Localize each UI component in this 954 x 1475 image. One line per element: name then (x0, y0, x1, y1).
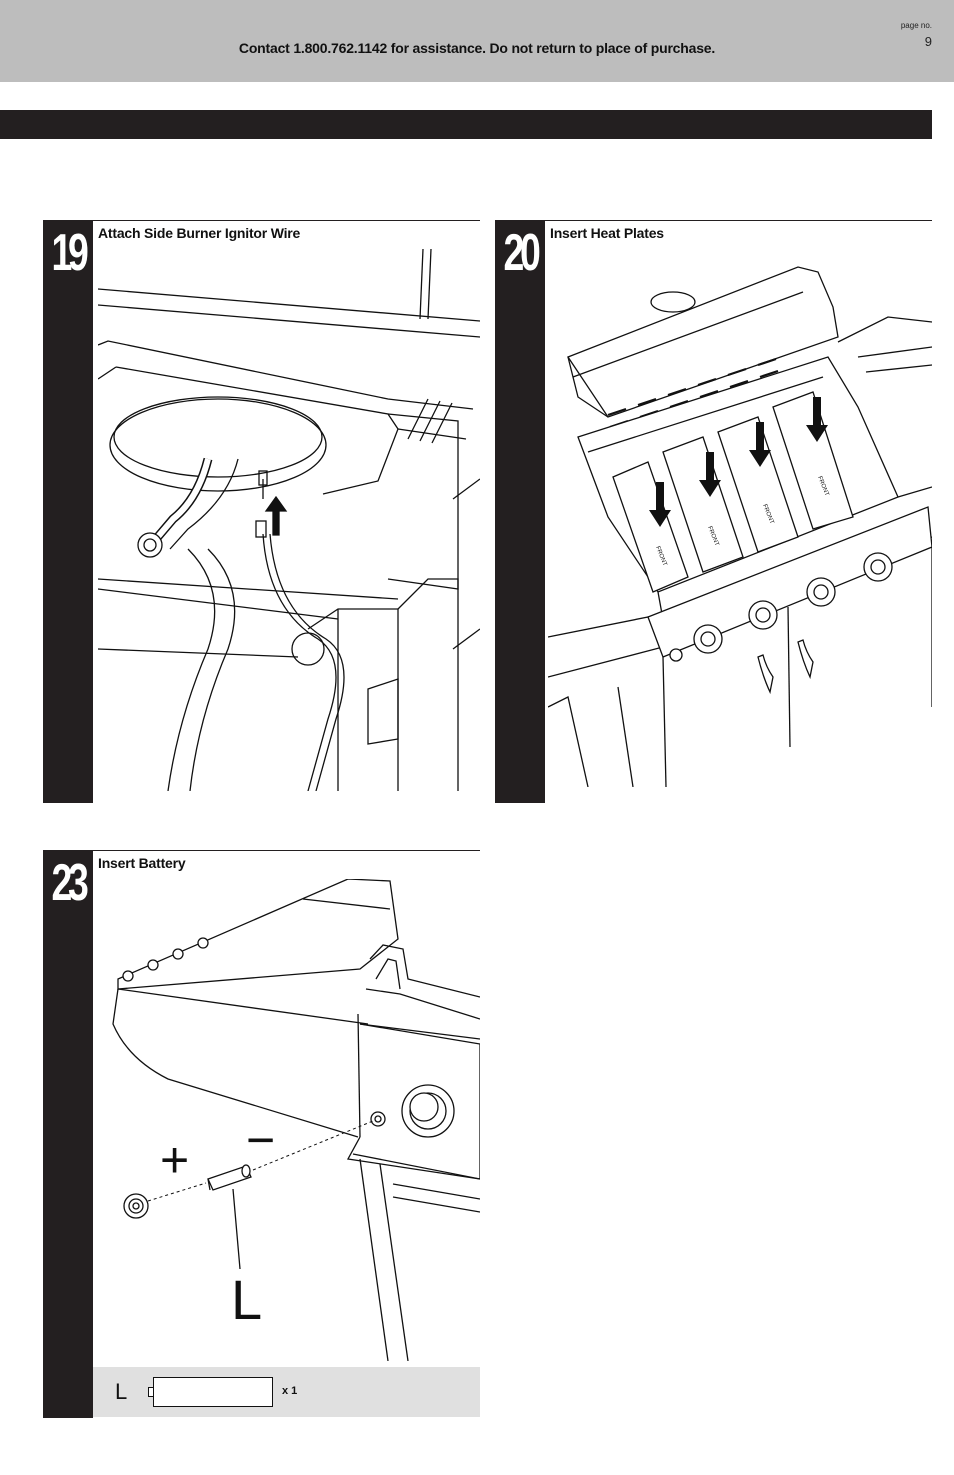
battery-part (153, 1377, 273, 1407)
step-number: 20 (503, 224, 540, 282)
section-title-bar (0, 110, 932, 139)
step-number-bar: 20 (495, 221, 545, 803)
battery-illustration: + − L (98, 879, 480, 1361)
heat-plates-illustration: FRONT FRONT FRONT FRONT (548, 247, 932, 787)
page-number: 9 (924, 34, 932, 49)
part-letter-label: L (231, 1268, 262, 1331)
step-number-bar: 23 (43, 851, 93, 1418)
part-quantity: x 1 (282, 1385, 298, 1397)
step-20: 20 Insert Heat Plates (495, 220, 932, 803)
page-header: Contact 1.800.762.1142 for assistance. D… (0, 0, 954, 82)
step-number: 23 (51, 854, 88, 912)
step-title: Attach Side Burner Ignitor Wire (98, 225, 301, 241)
step-number-bar: 19 (43, 221, 93, 803)
step-title: Insert Heat Plates (550, 225, 664, 241)
plus-sign: + (160, 1132, 189, 1188)
step-title: Insert Battery (98, 855, 186, 871)
page-number-label: page no. (900, 21, 932, 30)
step-23: 23 Insert Battery (43, 850, 480, 1418)
parts-list: L x 1 (93, 1367, 480, 1417)
minus-sign: − (246, 1112, 275, 1168)
part-letter: L (115, 1379, 128, 1404)
step-number: 19 (51, 224, 88, 282)
ignitor-wire-illustration (98, 249, 480, 791)
contact-line: Contact 1.800.762.1142 for assistance. D… (238, 40, 716, 56)
step-19: 19 Attach Side Burner Ignitor Wire (43, 220, 480, 803)
